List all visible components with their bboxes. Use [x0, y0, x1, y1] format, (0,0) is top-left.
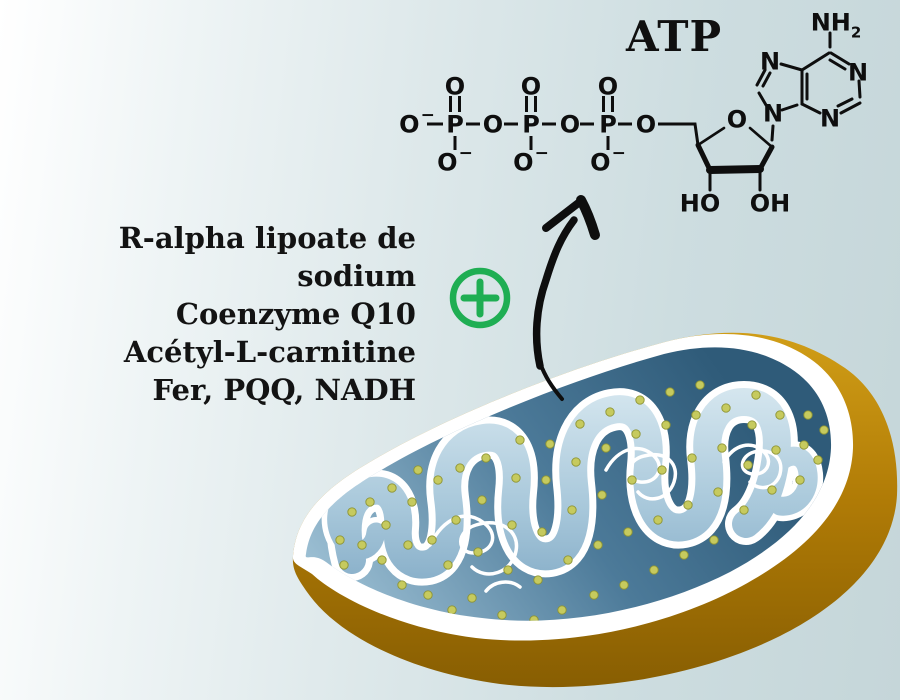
atom-label-o: O [521, 73, 541, 101]
atom-label-n: N [848, 59, 868, 87]
atom-label-nh: NH2 [811, 9, 862, 42]
atom-label-o: O [598, 73, 618, 101]
granule-layer [335, 380, 829, 621]
atom-label-oh: OH [750, 190, 791, 218]
atom-label-n: N [760, 48, 780, 76]
plus-icon [449, 267, 511, 329]
atom-label-n: N [763, 100, 783, 128]
arrow-to-atp [532, 195, 600, 401]
adenine-bonds [755, 31, 862, 115]
atom-label-o: O [636, 111, 656, 139]
plus-sign [460, 278, 500, 318]
phosphate-chain-bonds [427, 96, 700, 150]
plus-circle [449, 267, 511, 329]
arrow-shaft [532, 216, 578, 370]
atom-label-o: O− [437, 144, 473, 177]
atom-label-o: O− [513, 144, 549, 177]
supplement-line: R-alpha lipoate de sodium [118, 221, 416, 293]
atom-label-p: P [599, 111, 617, 139]
arrowhead-left-wing [542, 197, 585, 232]
dna-squiggles [428, 443, 783, 593]
atom-label-o: O [560, 111, 580, 139]
atom-label-o: O− [399, 106, 435, 139]
atom-label-o: O− [590, 144, 626, 177]
atom-label-o: O [445, 73, 465, 101]
arrowhead-right-wing [576, 195, 600, 240]
atom-label-n: N [820, 105, 840, 133]
atp-title: ATP [626, 12, 723, 61]
supplement-line: Acétyl-L-carnitine [123, 335, 416, 369]
atom-label-o: O [483, 111, 503, 139]
cristae-lumens [327, 388, 818, 579]
atom-label-ho: HO [680, 190, 721, 218]
atom-label-o: O [727, 106, 747, 134]
supplement-list: R-alpha lipoate de sodium Coenzyme Q10 A… [0, 219, 416, 409]
atom-label-p: P [446, 111, 464, 139]
mitochondrion-illustration [292, 332, 898, 688]
atom-label-p: P [522, 111, 540, 139]
supplement-line: Coenzyme Q10 [175, 297, 416, 331]
ribose-bonds [695, 124, 775, 192]
supplement-line: Fer, PQQ, NADH [152, 373, 416, 407]
